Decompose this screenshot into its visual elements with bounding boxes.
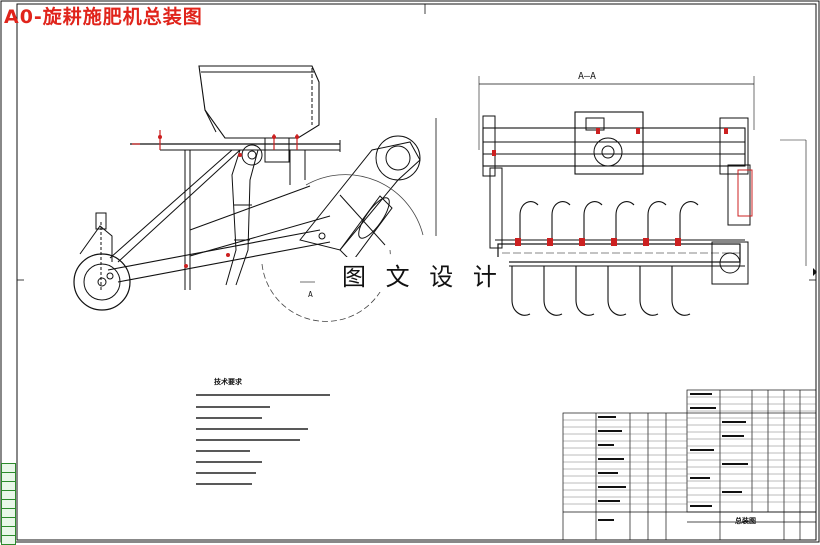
revision-cell xyxy=(1,517,16,526)
section-label: A—A xyxy=(578,71,597,82)
revision-cell xyxy=(1,463,16,472)
view-letter-label: A xyxy=(308,290,313,299)
revision-cell xyxy=(1,472,16,481)
revision-strip xyxy=(1,463,16,545)
watermark-text: 图 文 设 计 xyxy=(336,257,509,292)
bolt-markers xyxy=(158,135,299,268)
technical-notes-lines xyxy=(196,394,330,485)
parts-list-text-marks xyxy=(598,393,748,521)
revision-cell xyxy=(1,535,16,545)
drawing-title: A0-旋耕施肥机总装图 xyxy=(4,6,203,28)
technical-notes-title: 技术要求 xyxy=(214,378,242,386)
revision-cell xyxy=(1,490,16,499)
revision-cell xyxy=(1,481,16,490)
tiller-blades xyxy=(511,201,699,316)
parts-list xyxy=(562,389,817,541)
revision-cell xyxy=(1,499,16,508)
revision-cell xyxy=(1,526,16,535)
section-view xyxy=(435,76,807,285)
title-block-name: 总装图 xyxy=(735,517,756,525)
blade-hubs xyxy=(492,128,728,246)
side-view xyxy=(73,65,424,322)
parts-list-rows xyxy=(563,396,816,505)
revision-cell xyxy=(1,508,16,517)
